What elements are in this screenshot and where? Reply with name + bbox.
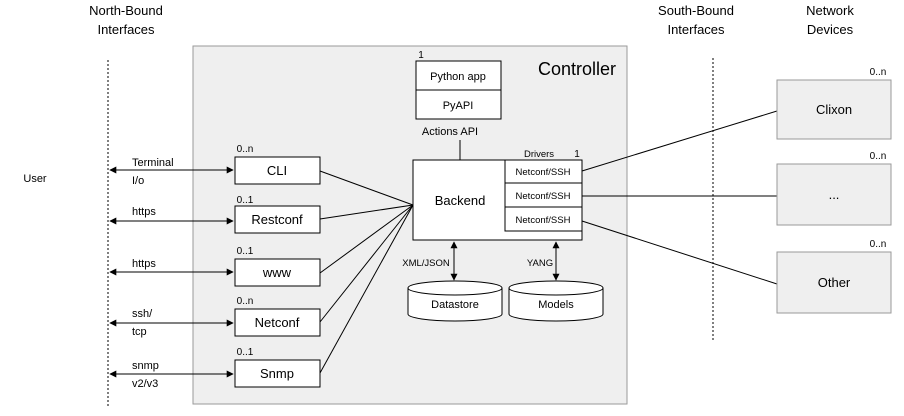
- snmp-backend-link: [319, 204, 414, 374]
- clixon-box: [776, 79, 892, 140]
- www-multiplicity: 0..1: [237, 246, 254, 257]
- interface-netconf: 0..n Netconf ssh/ tcp: [109, 296, 321, 338]
- netconf-protocol-line1: ssh/: [132, 308, 153, 320]
- models-label: Models: [538, 299, 574, 311]
- device-clixon: 0..n Clixon: [776, 67, 892, 140]
- drivers-label: Drivers: [524, 149, 554, 160]
- cli-box: [234, 156, 321, 185]
- driver-1-label: Netconf/SSH: [516, 167, 571, 178]
- cli-protocol-line1: Terminal: [132, 157, 174, 169]
- netconf-backend-link: [319, 204, 414, 323]
- driver-clixon-link: [581, 110, 778, 172]
- netconf-multiplicity: 0..n: [237, 296, 254, 307]
- snmp-protocol-line1: snmp: [132, 360, 159, 372]
- pyapi-label: PyAPI: [443, 100, 474, 112]
- netconf-label: Netconf: [255, 315, 300, 330]
- clixon-label: Clixon: [816, 102, 852, 117]
- north-bound-header-line2: Interfaces: [97, 22, 155, 37]
- driver-2-label: Netconf/SSH: [516, 191, 571, 202]
- north-bound-header-line1: North-Bound: [89, 3, 163, 18]
- controller-label: Controller: [538, 59, 616, 79]
- xml-json-label: XML/JSON: [402, 258, 450, 269]
- actions-api-label: Actions API: [422, 126, 478, 138]
- backend-label: Backend: [435, 193, 486, 208]
- snmp-protocol-line2: v2/v3: [132, 378, 158, 390]
- drivers-box: [504, 159, 583, 232]
- datastore-label: Datastore: [431, 299, 479, 311]
- netconf-protocol-line2: tcp: [132, 326, 147, 338]
- restconf-label: Restconf: [251, 212, 303, 227]
- device-other: 0..n Other: [776, 239, 892, 314]
- yang-label: YANG: [527, 258, 553, 269]
- cli-backend-link: [319, 170, 414, 206]
- www-label: www: [262, 265, 292, 280]
- snmp-box: [234, 359, 321, 388]
- ellipsis-box: [776, 163, 892, 226]
- restconf-box: [234, 205, 321, 234]
- south-bound-header-line1: South-Bound: [658, 3, 734, 18]
- cli-protocol-line2: I/o: [132, 175, 144, 187]
- driver-3-label: Netconf/SSH: [516, 215, 571, 226]
- user-label: User: [23, 173, 47, 185]
- snmp-multiplicity: 0..1: [237, 347, 254, 358]
- other-box: [776, 251, 892, 314]
- www-box: [234, 258, 321, 287]
- datastore-cylinder: Datastore: [407, 280, 503, 322]
- restconf-multiplicity: 0..1: [237, 195, 254, 206]
- other-multiplicity: 0..n: [870, 239, 887, 250]
- cli-label: CLI: [267, 163, 287, 178]
- snmp-label: Snmp: [260, 366, 294, 381]
- device-ellipsis: 0..n ...: [776, 151, 892, 226]
- network-devices-header-line1: Network: [806, 3, 854, 18]
- clixon-multiplicity: 0..n: [870, 67, 887, 78]
- drivers-multiplicity: 1: [574, 149, 580, 160]
- ellipsis-multiplicity: 0..n: [870, 151, 887, 162]
- netconf-box: [234, 308, 321, 337]
- restconf-backend-link: [319, 204, 414, 220]
- south-bound-header-line2: Interfaces: [667, 22, 725, 37]
- ellipsis-label: ...: [829, 187, 840, 202]
- models-cylinder: Models: [508, 280, 604, 322]
- www-backend-link: [319, 204, 414, 274]
- interface-snmp: 0..1 Snmp snmp v2/v3: [109, 347, 321, 390]
- www-protocol: https: [132, 258, 156, 270]
- network-devices-header-line2: Devices: [807, 22, 854, 37]
- interface-restconf: 0..1 Restconf https: [109, 195, 321, 234]
- python-app-label: Python app: [430, 71, 486, 83]
- driver-other-link: [581, 220, 778, 285]
- cli-multiplicity: 0..n: [237, 144, 254, 155]
- python-app-multiplicity: 1: [418, 50, 424, 61]
- interface-www: 0..1 www https: [109, 246, 321, 287]
- other-label: Other: [818, 275, 851, 290]
- restconf-protocol: https: [132, 206, 156, 218]
- interface-cli: 0..n CLI Terminal I/o: [109, 144, 321, 187]
